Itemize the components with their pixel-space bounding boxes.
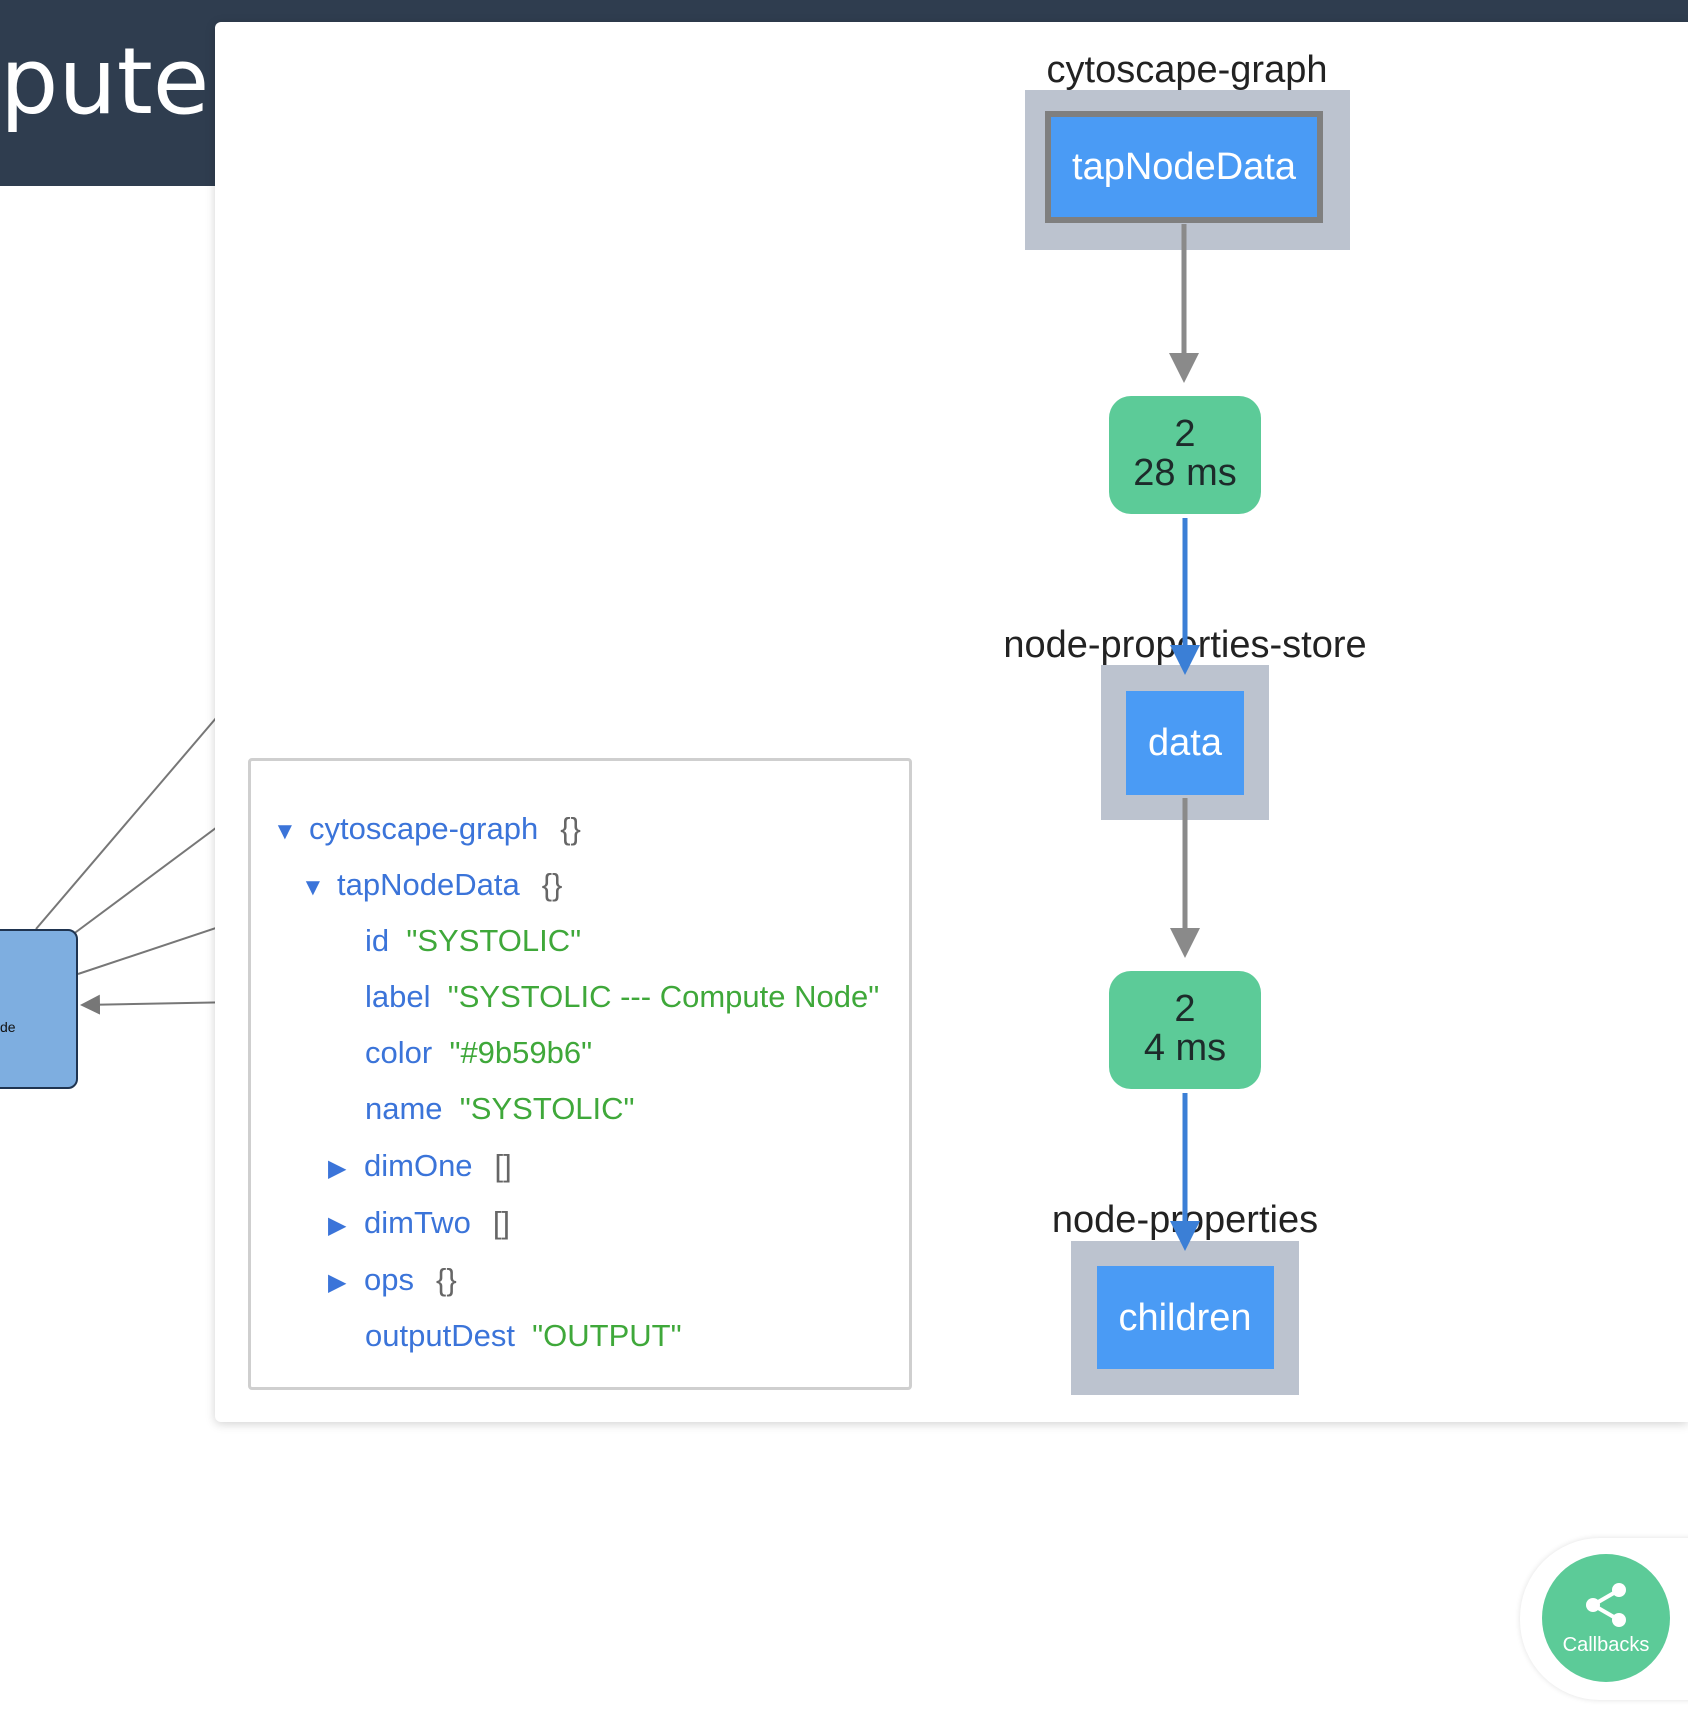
- component-label-cytoscape-graph: cytoscape-graph: [1047, 49, 1328, 91]
- expanded-arrow-icon[interactable]: ▼: [301, 874, 325, 901]
- prop-label-tapNodeData: tapNodeData: [1072, 146, 1297, 188]
- share-icon: [1586, 1583, 1626, 1627]
- prop-label-children: children: [1118, 1297, 1251, 1339]
- json-row-ops[interactable]: ▶ops{}: [328, 1260, 457, 1300]
- json-row-root[interactable]: ▼cytoscape-graph{}: [273, 809, 581, 849]
- callbacks-button[interactable]: Callbacks: [1542, 1554, 1670, 1682]
- callback-node-2[interactable]: [1109, 971, 1261, 1089]
- prop-node-children[interactable]: [1097, 1266, 1274, 1369]
- collapsed-arrow-icon[interactable]: ▶: [328, 1269, 347, 1296]
- prop-node-tapNodeData[interactable]: [1045, 111, 1323, 223]
- prop-label-data: data: [1148, 722, 1223, 764]
- expanded-arrow-icon[interactable]: ▼: [273, 818, 297, 845]
- json-row-field: name "SYSTOLIC": [365, 1091, 635, 1126]
- page-title: pute: [0, 28, 210, 135]
- collapsed-arrow-icon[interactable]: ▶: [328, 1155, 347, 1182]
- callback-count-2: 2: [1174, 988, 1195, 1030]
- background-edge: [35, 689, 240, 930]
- json-row-dimOne[interactable]: ▶dimOne[]: [328, 1146, 512, 1186]
- json-row-dimTwo[interactable]: ▶dimTwo[]: [328, 1203, 510, 1243]
- background-graph-node[interactable]: [0, 929, 78, 1089]
- json-row-field: outputDest "OUTPUT": [365, 1318, 682, 1353]
- background-node-label: de: [0, 1019, 16, 1035]
- json-row-field: color "#9b59b6": [365, 1035, 593, 1070]
- background-edge: [77, 919, 240, 975]
- callback-dependency-graph: cytoscape-graph tapNodeData 2 28 ms node…: [1003, 49, 1367, 1395]
- json-row-tapNodeData[interactable]: ▼tapNodeData{}: [301, 865, 562, 905]
- prop-node-data[interactable]: [1126, 691, 1244, 795]
- callback-time-2: 4 ms: [1144, 1027, 1226, 1069]
- callback-time-1: 28 ms: [1133, 452, 1236, 494]
- callback-count-1: 2: [1174, 413, 1195, 455]
- page-header: pute: [0, 0, 240, 186]
- top-bar: [0, 0, 1688, 22]
- callbacks-button-label: Callbacks: [1562, 1634, 1650, 1656]
- json-row-field: id "SYSTOLIC": [365, 923, 582, 958]
- json-row-field: label "SYSTOLIC --- Compute Node": [365, 979, 880, 1014]
- background-graph-edges: [35, 689, 240, 1015]
- callback-node-1[interactable]: [1109, 396, 1261, 514]
- background-edge: [71, 809, 240, 936]
- background-edge: [80, 994, 240, 1015]
- collapsed-arrow-icon[interactable]: ▶: [328, 1212, 347, 1239]
- node-data-inspector: ▼cytoscape-graph{} ▼tapNodeData{} id "SY…: [248, 758, 912, 1390]
